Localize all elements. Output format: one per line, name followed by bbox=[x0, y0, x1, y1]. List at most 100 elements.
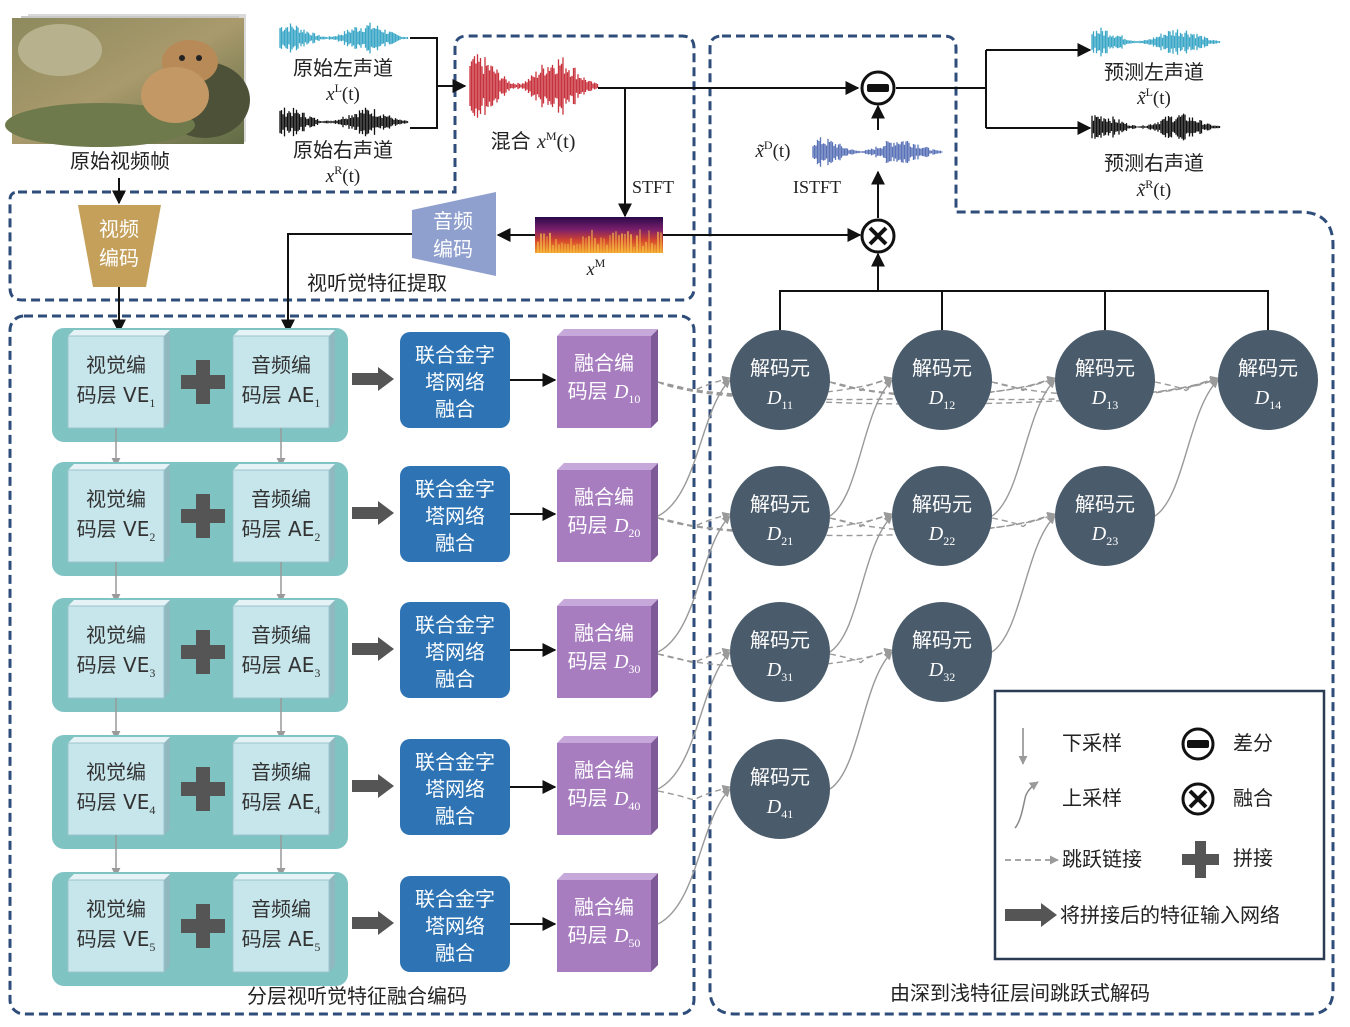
decoder-node-d41-label: 解码元 bbox=[750, 765, 810, 789]
upsample-link bbox=[1154, 379, 1219, 517]
pyramid-fusion-5-label-1: 联合金字 bbox=[415, 887, 495, 911]
ae3-block bbox=[232, 605, 330, 699]
audio-encoder-label-1: 音频 bbox=[433, 209, 473, 233]
skip-link bbox=[829, 511, 893, 528]
decoder-node-d13-symbol: D13 bbox=[1091, 387, 1118, 412]
decoder-node-d14-symbol: D14 bbox=[1254, 387, 1281, 412]
encoder-section-caption: 分层视听觉特征融合编码 bbox=[247, 984, 467, 1008]
pyramid-fusion-3-label-3: 融合 bbox=[435, 667, 475, 691]
feed-arrow-icon bbox=[352, 507, 380, 519]
decoder-node-d32 bbox=[892, 602, 992, 702]
pyramid-fusion-2-label-1: 联合金字 bbox=[415, 477, 495, 501]
feed-arrow-icon bbox=[352, 643, 380, 655]
ae2-label-line-2: 码层 AE2 bbox=[242, 517, 321, 544]
feed-arrow-icon bbox=[352, 780, 380, 792]
upsample-link bbox=[657, 379, 731, 517]
decoder-node-d12-symbol: D12 bbox=[928, 387, 955, 412]
decoder-node-d13 bbox=[1055, 330, 1155, 430]
decoder-node-d14-label: 解码元 bbox=[1238, 356, 1298, 380]
pred-left-symbol: x̃L(t) bbox=[1136, 85, 1171, 109]
istft-label: ISTFT bbox=[793, 177, 841, 197]
video-encoder-label-1: 视频 bbox=[99, 217, 139, 241]
fusion-layer-4-block bbox=[557, 743, 651, 835]
mix-waveform bbox=[469, 54, 599, 118]
times-circle-icon bbox=[1181, 782, 1215, 816]
pyramid-fusion-4-label-3: 融合 bbox=[435, 804, 475, 828]
decoder-node-d22-symbol: D22 bbox=[928, 523, 955, 548]
ae1-label-line-2: 码层 AE1 bbox=[242, 383, 321, 410]
pred-left-label: 预测左声道 bbox=[1104, 60, 1204, 84]
spectrogram-image bbox=[535, 217, 663, 253]
ve4-label-line-1: 视觉编 bbox=[86, 760, 146, 784]
ae3-label-line-2: 码层 AE3 bbox=[242, 653, 321, 680]
pred-left-waveform bbox=[1091, 27, 1221, 57]
skip-link bbox=[657, 648, 893, 668]
fusion-layer-3-label-1: 融合编 bbox=[574, 621, 634, 645]
spectrogram-symbol: xM bbox=[586, 256, 606, 279]
fuse-operator-icon bbox=[860, 218, 896, 254]
decoder-node-d41 bbox=[730, 739, 830, 839]
ve3-label-line-1: 视觉编 bbox=[86, 623, 146, 647]
decoder-node-d21-symbol: D21 bbox=[766, 523, 793, 548]
feed-legend-icon bbox=[1005, 903, 1057, 927]
pyramid-fusion-3-label-1: 联合金字 bbox=[415, 613, 495, 637]
decoder-node-d14 bbox=[1218, 330, 1318, 430]
plus-icon bbox=[1182, 841, 1219, 878]
skip-link bbox=[991, 511, 1056, 528]
upsample-link bbox=[829, 379, 893, 517]
decoder-node-d11 bbox=[730, 330, 830, 430]
decoder-node-d22-label: 解码元 bbox=[912, 492, 972, 516]
decoder-node-d12-label: 解码元 bbox=[912, 356, 972, 380]
channels-merge-line bbox=[410, 37, 465, 129]
diff-signal-symbol: x̃D(t) bbox=[754, 138, 790, 162]
pyramid-fusion-4-block bbox=[400, 739, 510, 835]
minus-circle-icon bbox=[1181, 727, 1215, 761]
ae4-block bbox=[232, 742, 330, 836]
ae4-label-line-1: 音频编 bbox=[251, 760, 311, 784]
skip-link bbox=[829, 647, 893, 664]
skip-link bbox=[657, 376, 893, 396]
ve5-label-line-2: 码层 VE5 bbox=[77, 927, 156, 954]
feature-extraction-border bbox=[8, 34, 696, 302]
left-channel-waveform bbox=[279, 22, 409, 54]
decoder-node-d32-symbol: D32 bbox=[928, 659, 955, 684]
decoder-node-d31-symbol: D31 bbox=[766, 659, 793, 684]
ve1-label-line-1: 视觉编 bbox=[86, 353, 146, 377]
pyramid-fusion-2-label-3: 融合 bbox=[435, 531, 475, 555]
legend-skip: 跳跃链接 bbox=[1062, 847, 1142, 871]
pyramid-fusion-1-label-3: 融合 bbox=[435, 397, 475, 421]
right-channel-label: 原始右声道 bbox=[293, 138, 393, 162]
upsample-link bbox=[991, 515, 1056, 653]
audio-encoder-label-2: 编码 bbox=[433, 237, 473, 261]
legend-concat: 拼接 bbox=[1233, 846, 1273, 870]
right-channel-symbol: xR(t) bbox=[325, 163, 360, 187]
ve5-label-line-1: 视觉编 bbox=[86, 897, 146, 921]
diff-operator-icon bbox=[860, 70, 896, 106]
pred-right-waveform bbox=[1091, 113, 1221, 141]
upsample-legend-icon bbox=[1014, 781, 1039, 829]
decoder-node-d23-symbol: D23 bbox=[1091, 523, 1118, 548]
ae5-block bbox=[232, 879, 330, 973]
ve3-block bbox=[67, 605, 165, 699]
encoder-section-border bbox=[8, 314, 696, 1016]
upsample-link bbox=[991, 379, 1056, 517]
pyramid-fusion-1-block bbox=[400, 332, 510, 428]
ae5-label-line-1: 音频编 bbox=[251, 897, 311, 921]
ve1-block bbox=[67, 335, 165, 429]
decoder-node-d23-label: 解码元 bbox=[1075, 492, 1135, 516]
ve2-block bbox=[67, 469, 165, 563]
left-channel-symbol: xL(t) bbox=[325, 81, 360, 105]
fusion-layer-4-label-1: 融合编 bbox=[574, 758, 634, 782]
ae5-label-line-2: 码层 AE5 bbox=[242, 927, 321, 954]
fusion-layer-2-label-2: 码层 D20 bbox=[568, 513, 641, 540]
mix-label: 混合 xM(t) bbox=[491, 129, 576, 153]
fusion-layer-5-block bbox=[557, 880, 651, 972]
fusion-layer-3-label-2: 码层 D30 bbox=[568, 649, 641, 676]
pred-right-label: 预测右声道 bbox=[1104, 151, 1204, 175]
fusion-layer-5-label-2: 码层 D50 bbox=[568, 923, 641, 950]
diff-waveform bbox=[812, 137, 943, 167]
decoder-node-d32-label: 解码元 bbox=[912, 628, 972, 652]
fusion-layer-2-block bbox=[557, 470, 651, 562]
